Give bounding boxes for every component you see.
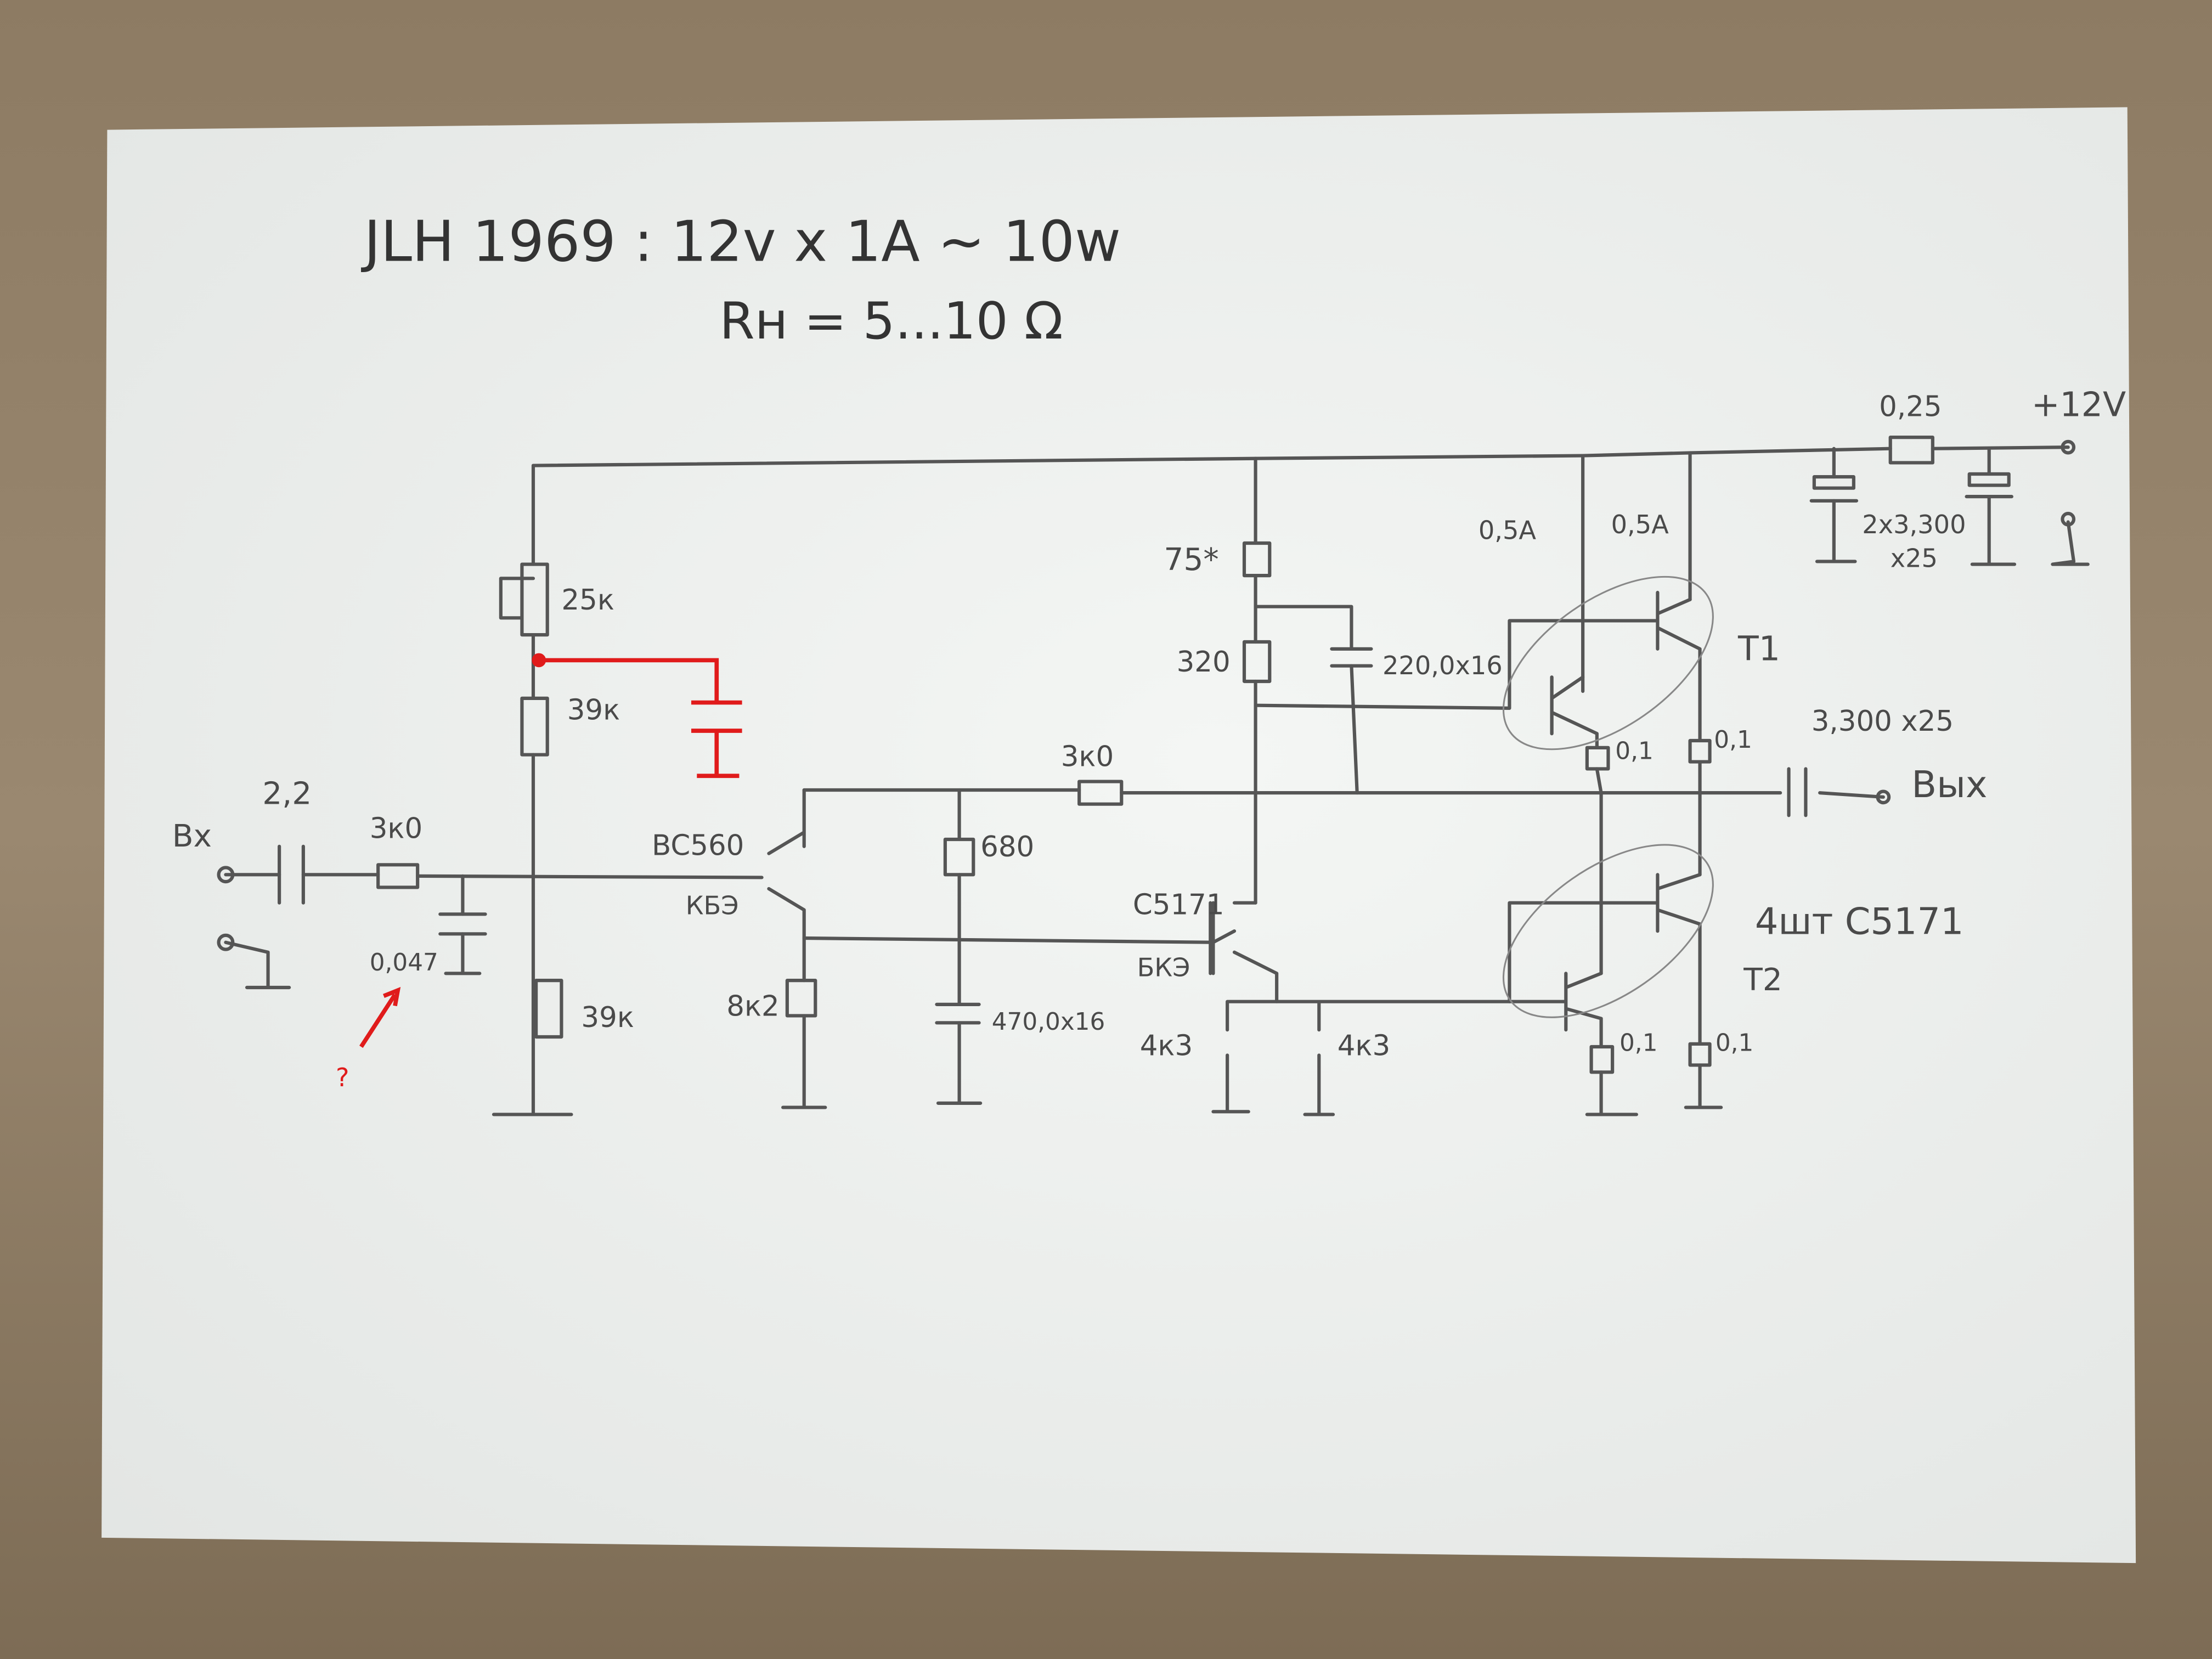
current-label-2: 0,5A (1611, 510, 1669, 539)
emitter-r3-label: 0,1 (1620, 1029, 1658, 1057)
feedback-r-label: 3к0 (1061, 740, 1114, 773)
emitter-r4-label: 0,1 (1716, 1029, 1754, 1057)
t1-label: T1 (1737, 629, 1780, 668)
components (217, 436, 2076, 1074)
cap470-label: 470,0x16 (992, 1008, 1105, 1036)
current-label-1: 0,5A (1479, 515, 1537, 545)
load-note: Rн = 5...10 Ω (719, 291, 1063, 351)
r75-label: 75* (1164, 541, 1218, 578)
input-transistor-label: BC560 (652, 829, 744, 862)
driver-transistor-label: C5171 (1133, 888, 1224, 921)
input-cap-label: 2,2 (262, 776, 312, 812)
input-r-label: 3к0 (370, 812, 422, 845)
r8k2-label: 8к2 (726, 990, 779, 1023)
r320-label: 320 (1177, 646, 1231, 679)
driver-pinout-label: БКЭ (1137, 952, 1190, 982)
r4k3-b-label: 4к3 (1338, 1029, 1390, 1062)
paper-sheet (101, 107, 2136, 1564)
r4k3-a-label: 4к3 (1140, 1029, 1193, 1062)
input-label: Вх (172, 818, 212, 854)
fuse-label: 0,25 (1879, 391, 1942, 424)
supply-caps-label: 2x3,300 (1862, 510, 1966, 539)
title: JLH 1969 : 12v x 1A ~ 10w (360, 210, 1121, 275)
output-label: Вых (1911, 763, 1987, 806)
output-cap-label: 3,300 x25 (1812, 705, 1954, 738)
filter-cap-label: 0,047 (370, 949, 438, 977)
r39-top-label: 39к (567, 693, 620, 726)
emitter-r1-label: 0,1 (1615, 737, 1654, 765)
r39-bottom-label: 39к (581, 1001, 634, 1034)
transistors-note: 4шт C5171 (1755, 900, 1964, 943)
wires (224, 445, 2090, 1116)
red-annotation (359, 653, 742, 1048)
t2-label: T2 (1743, 962, 1782, 998)
supply-label: +12V (2032, 385, 2126, 425)
emitter-r2-label: 0,1 (1714, 726, 1752, 754)
supply-caps-voltage: x25 (1891, 544, 1938, 573)
r680-label: 680 (980, 831, 1034, 864)
question-mark: ? (336, 1063, 349, 1092)
bootstrap-cap-label: 220,0x16 (1383, 651, 1503, 680)
input-pinout-label: КБЭ (686, 890, 739, 920)
pot-label: 25к (561, 584, 614, 617)
